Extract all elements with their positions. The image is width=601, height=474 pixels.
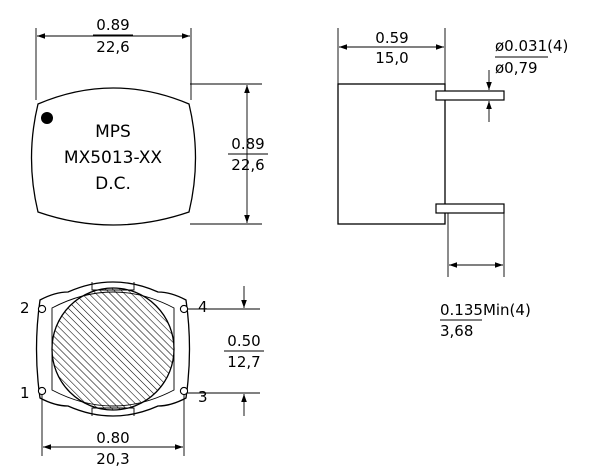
side-view-body [337, 83, 446, 225]
marking-line-3: D.C. [95, 174, 131, 194]
pin-hole-2 [37, 304, 47, 314]
top-height-inch: 0.89 [231, 135, 264, 153]
pin-hole-4 [179, 304, 189, 314]
marking-line-2: MX5013-XX [64, 148, 163, 168]
pin-hole-1 [37, 386, 47, 396]
side-view-lower-pin [435, 203, 505, 214]
top-view-outline [30, 87, 197, 226]
top-width-inch: 0.89 [96, 16, 129, 34]
pin-length-mm: 3,68 [440, 322, 473, 340]
pin-label-2: 2 [20, 299, 30, 317]
side-depth-inch: 0.59 [375, 29, 408, 47]
pin-hole-3 [179, 386, 189, 396]
pin-label-1: 1 [20, 384, 30, 402]
pin-diameter-mm: ø0,79 [495, 59, 538, 77]
side-depth-mm: 15,0 [375, 49, 408, 67]
top-view: MPS MX5013-XX D.C. 0.89 22,6 0.89 22,6 [30, 16, 268, 226]
pin-spacing-inch: 0.50 [227, 332, 260, 350]
top-height-mm: 22,6 [231, 156, 264, 174]
bottom-width-inch: 0.80 [96, 429, 129, 447]
pin-spacing-mm: 12,7 [227, 353, 260, 371]
pin-diameter-inch: ø0.031(4) [495, 37, 568, 55]
polarity-dot [41, 112, 53, 124]
pin-label-4: 4 [198, 298, 208, 316]
bottom-width-mm: 20,3 [96, 450, 129, 468]
side-view-upper-pin [435, 90, 505, 101]
bottom-view: 2 1 4 3 0.50 12,7 0.80 20,3 [20, 281, 264, 468]
bottom-view-core [51, 287, 175, 411]
pin-label-3: 3 [198, 388, 208, 406]
top-width-mm: 22,6 [96, 38, 129, 56]
side-view: 0.59 15,0 ø0.031(4) ø0,79 0.135Min(4) 3,… [337, 28, 568, 340]
marking-line-1: MPS [95, 122, 131, 142]
pin-length-inch: 0.135Min(4) [440, 301, 531, 319]
